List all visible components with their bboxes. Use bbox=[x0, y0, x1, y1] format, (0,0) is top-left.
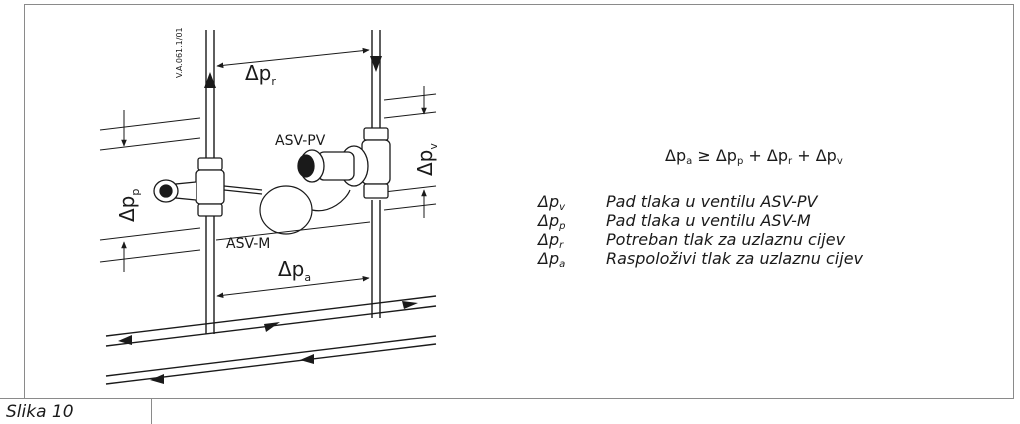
legend-description: Raspoloživi tlak za uzlaznu cijev bbox=[606, 249, 863, 268]
asv-m-valve bbox=[153, 157, 263, 217]
horizontal-flow-arrows bbox=[118, 301, 418, 384]
label-dp-a: Δpa bbox=[278, 257, 311, 284]
asv-pv-valve bbox=[297, 127, 391, 199]
legend-item: Δpv Pad tlaka u ventilu ASV-PV bbox=[538, 192, 863, 213]
legend: Δpv Pad tlaka u ventilu ASV-PV Δpp Pad t… bbox=[538, 192, 863, 270]
dp-r-dimension bbox=[216, 47, 370, 69]
dp-a-dimension bbox=[216, 275, 370, 299]
legend-item: Δpp Pad tlaka u ventilu ASV-M bbox=[538, 211, 863, 232]
pressure-formula: Δpa ≥ Δpp + Δpr + Δpv bbox=[665, 146, 843, 167]
caption-box bbox=[0, 398, 152, 424]
legend-item: Δpr Potreban tlak za uzlaznu cijev bbox=[538, 230, 863, 251]
legend-symbol: Δpa bbox=[538, 249, 566, 270]
legend-description: Pad tlaka u ventilu ASV-PV bbox=[606, 192, 818, 211]
label-dp-p: Δpp bbox=[115, 189, 142, 222]
label-dp-r: Δpr bbox=[245, 61, 276, 88]
legend-description: Pad tlaka u ventilu ASV-M bbox=[606, 211, 811, 230]
legend-item: Δpa Raspoloživi tlak za uzlaznu cijev bbox=[538, 249, 863, 270]
legend-symbol: Δpr bbox=[538, 230, 564, 251]
horizontal-pipes bbox=[105, 295, 437, 385]
impulse-tube bbox=[259, 185, 351, 235]
label-asv-pv: ASV-PV bbox=[275, 133, 326, 149]
figure-frame bbox=[24, 4, 1014, 399]
drawing-reference: V.A.061.1/01 bbox=[175, 27, 184, 78]
riser-pipes bbox=[205, 30, 381, 334]
label-dp-v: Δpv bbox=[413, 143, 440, 176]
legend-symbol: Δpv bbox=[538, 192, 566, 213]
legend-symbol: Δpp bbox=[538, 211, 566, 232]
figure-caption: Slika 10 bbox=[6, 402, 74, 422]
legend-description: Potreban tlak za uzlaznu cijev bbox=[606, 230, 846, 249]
riser-flow-arrows bbox=[204, 56, 382, 88]
dimension-lines bbox=[99, 93, 437, 263]
label-asv-m: ASV-M bbox=[226, 236, 270, 252]
